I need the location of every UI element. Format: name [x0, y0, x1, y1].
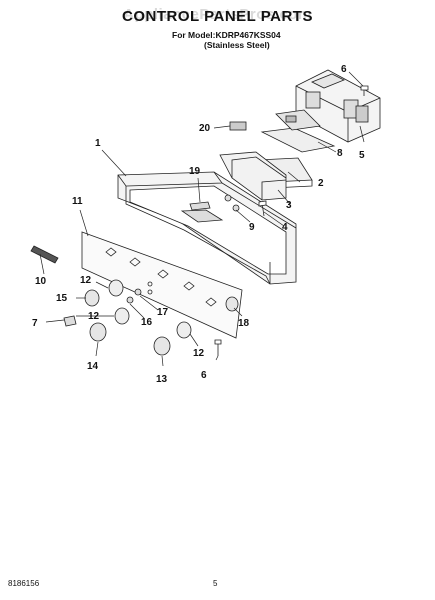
badge-19 [189, 201, 211, 211]
callout-15: 15 [56, 293, 68, 304]
callout-14: 14 [87, 361, 99, 372]
leader-lines [39, 71, 365, 367]
screw-4 [258, 200, 267, 217]
watermark: AppliancePartsPros.com [123, 6, 312, 23]
nut-9a [224, 194, 232, 202]
doc-number: 8186156 [8, 579, 40, 588]
callout-19: 19 [189, 166, 201, 177]
strip-10 [30, 245, 59, 264]
encoder-12c [176, 321, 192, 339]
control-module-5 [295, 69, 381, 143]
page-title: CONTROL PANEL PARTS [122, 8, 313, 25]
callout-9: 9 [249, 222, 255, 233]
callout-6-top: 6 [341, 64, 347, 75]
plate-8 [260, 109, 336, 153]
callout-17: 17 [157, 307, 169, 318]
callout-3: 3 [286, 200, 292, 211]
callout-16: 16 [141, 317, 153, 328]
callout-13: 13 [156, 374, 168, 385]
washer-17 [134, 288, 142, 296]
callout-6-bottom: 6 [201, 370, 207, 381]
callout-12a: 12 [80, 275, 92, 286]
encoder-12a [108, 279, 124, 297]
model-line: For Model:KDRP467KSS04 [172, 30, 281, 40]
callout-10: 10 [35, 276, 47, 287]
callout-12c: 12 [193, 348, 205, 359]
callout-18: 18 [238, 318, 250, 329]
finish-line: (Stainless Steel) [204, 40, 270, 50]
graphic-panel-11 [81, 231, 243, 339]
page-number: 5 [213, 579, 218, 588]
callout-1: 1 [95, 138, 101, 149]
washer-16 [126, 296, 134, 304]
housing-3 [219, 151, 287, 201]
callout-12b: 12 [88, 311, 100, 322]
callout-5: 5 [359, 150, 365, 161]
screw-6-bottom [214, 339, 222, 356]
nut-9b [232, 204, 240, 212]
encoder-12b [114, 307, 130, 325]
knob-13 [153, 336, 171, 356]
callout-4: 4 [282, 222, 288, 233]
button-7 [63, 315, 77, 327]
label-plate-20 [229, 121, 247, 131]
callout-11: 11 [72, 196, 83, 207]
knob-18 [225, 296, 239, 312]
callout-20: 20 [199, 123, 211, 134]
knob-15 [84, 289, 100, 307]
screw-6-top [360, 85, 369, 96]
callout-2: 2 [318, 178, 324, 189]
control-panel-console [117, 171, 297, 285]
callout-7: 7 [32, 318, 38, 329]
callout-8: 8 [337, 148, 343, 159]
knob-14 [89, 322, 107, 342]
